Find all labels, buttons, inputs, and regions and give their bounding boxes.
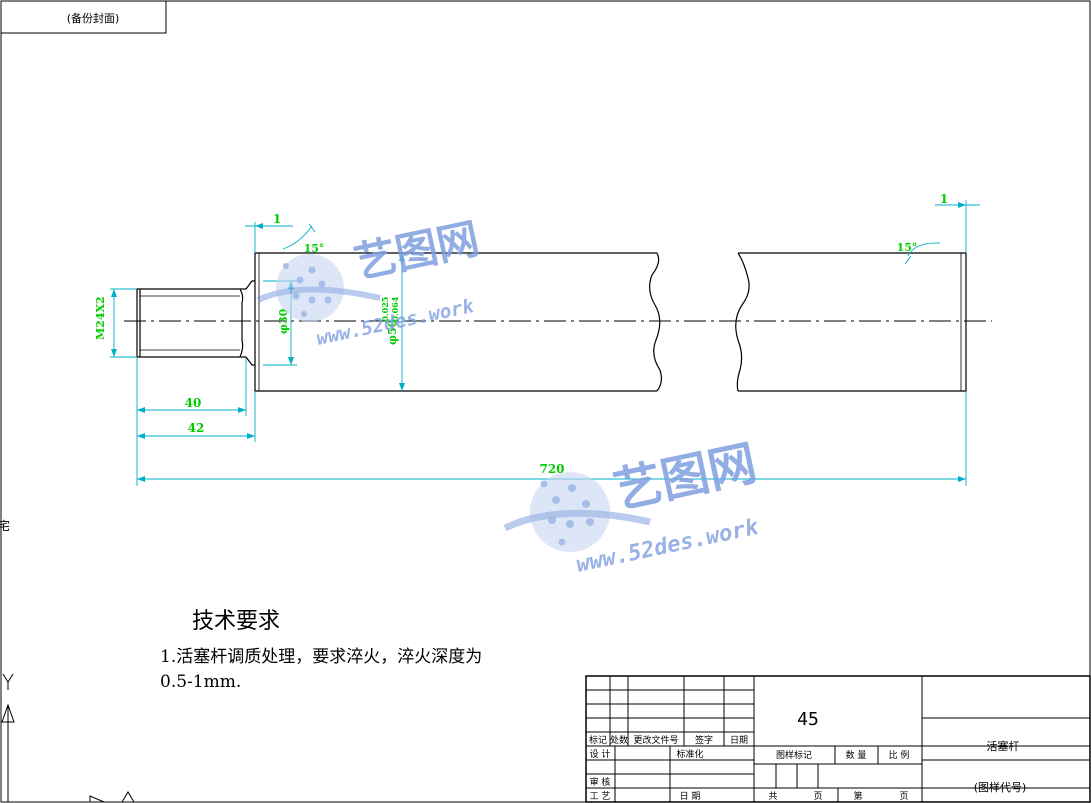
title-block-texts: 45 活塞杆 (图样代号) 标记 处数 更改文件号 签字 日期 设 计 标准化 … <box>589 709 1026 802</box>
rev-header-count: 处数 <box>610 734 628 746</box>
part-name-text: 活塞杆 <box>987 739 1020 753</box>
dim-thread: M24X2 <box>94 296 107 340</box>
edge-char: 宅 <box>0 518 10 533</box>
rod-body-left <box>254 252 663 392</box>
watermark-2: 艺图网 www.52des.work <box>503 435 762 578</box>
standardize-label: 标准化 <box>676 748 703 760</box>
dim-tol-lower: -0.064 <box>390 296 400 325</box>
title-block <box>585 675 1091 803</box>
watermark-globe-icon <box>256 254 381 322</box>
scale-label: 比 例 <box>889 749 910 761</box>
process-label: 工 艺 <box>590 791 611 802</box>
dimension-texts: 1 15° 1 15° M24X2 φ30 φ50 -0.025 -0.064 … <box>94 192 948 476</box>
header-box: (备份封面) <box>1 1 167 34</box>
rod-body-right <box>735 252 967 392</box>
tech-notes-line-2: 0.5-1mm. <box>160 672 241 692</box>
watermark-cn-text-2: 艺图网 <box>609 435 762 520</box>
dim-angle-right: 15° <box>897 241 918 254</box>
threaded-end <box>136 280 255 366</box>
dim-tol-upper: -0.025 <box>380 297 390 325</box>
dim-len-40: 40 <box>185 396 202 410</box>
material-text: 45 <box>797 709 819 730</box>
dimension-lines <box>110 200 980 486</box>
watermark-cn-text: 艺图网 <box>350 214 483 288</box>
date-label: 日 期 <box>680 791 701 802</box>
drawing-code-text: (图样代号) <box>974 780 1027 794</box>
rev-header-doc: 更改文件号 <box>633 734 678 746</box>
review-label: 审 核 <box>590 776 611 788</box>
dim-dia-50: φ50 <box>386 319 399 345</box>
technical-notes: 技术要求 1.活塞杆调质处理，要求淬火，淬火深度为 0.5-1mm. <box>160 609 482 692</box>
tech-notes-line-1: 1.活塞杆调质处理，要求淬火，淬火深度为 <box>160 647 482 667</box>
design-label: 设 计 <box>590 748 611 760</box>
dim-len-720: 720 <box>539 462 564 476</box>
tech-notes-title: 技术要求 <box>192 609 280 634</box>
rev-header-mark: 标记 <box>589 734 607 746</box>
watermark-1: 艺图网 www.52des.work <box>256 214 483 350</box>
dim-dia-30: φ30 <box>277 308 290 334</box>
ucs-icon <box>1 673 135 803</box>
rev-header-sign: 签字 <box>695 734 713 746</box>
header-box-label: (备份封面) <box>67 11 120 25</box>
dimension-arrows <box>111 202 966 482</box>
stage-mark-label: 图样标记 <box>776 749 812 761</box>
quantity-label: 数 量 <box>846 749 867 761</box>
sheet-no-label: 第 <box>853 790 862 802</box>
rev-header-date: 日期 <box>730 735 748 746</box>
dim-len-42: 42 <box>188 421 205 435</box>
watermark-globe-icon-2 <box>503 472 651 552</box>
dim-chamfer-right: 1 <box>940 192 948 206</box>
sheet-unit-label: 页 <box>813 791 822 802</box>
dim-chamfer-left: 1 <box>273 212 281 226</box>
dim-angle-left: 15° <box>304 242 325 255</box>
total-label: 共 <box>768 791 777 802</box>
sheet-unit-label-2: 页 <box>899 791 908 802</box>
